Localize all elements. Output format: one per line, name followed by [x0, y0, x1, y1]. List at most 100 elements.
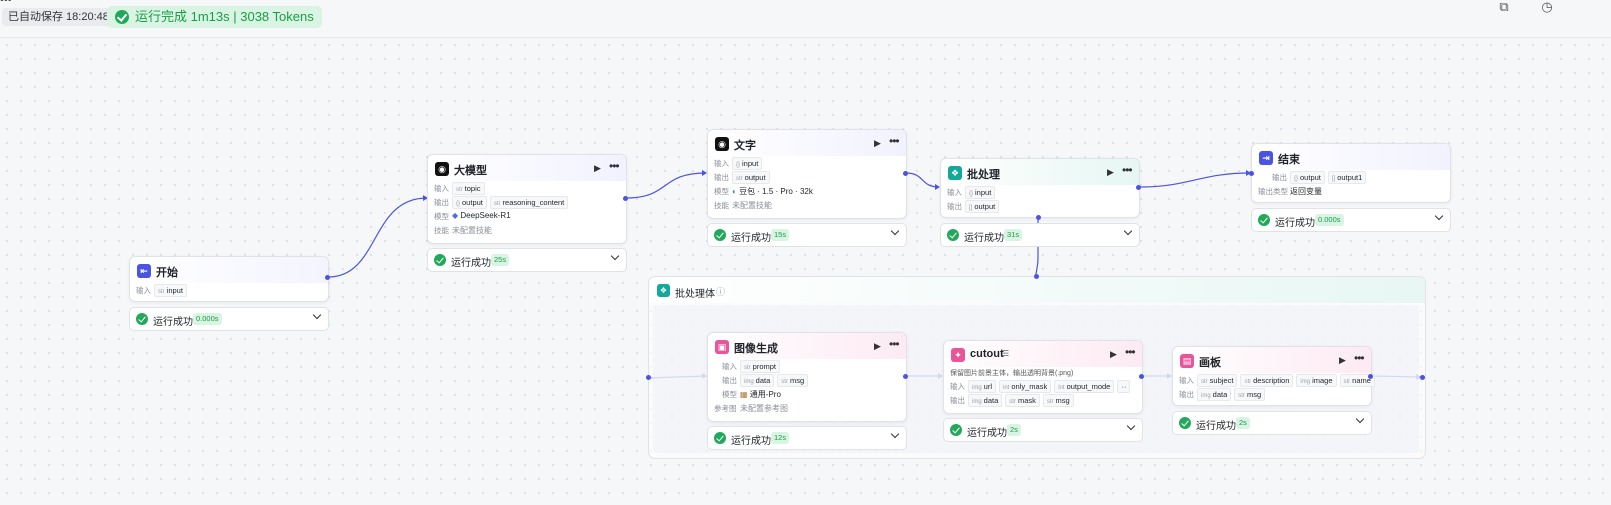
field-label: 输入 [1179, 376, 1194, 385]
chevron-down-icon[interactable] [890, 429, 900, 439]
run-time: 25s [491, 254, 510, 266]
field-label: 输出 [1179, 390, 1194, 399]
model-name: 通用-Pro [749, 390, 781, 399]
batch-icon: ❖ [657, 284, 670, 297]
node-status[interactable]: 运行成功 12s [707, 426, 907, 450]
output-type-value: 返回变量 [1290, 187, 1322, 196]
run-icon[interactable]: ▶ [1107, 167, 1114, 177]
start-icon: ⇤ [137, 264, 151, 278]
chevron-down-icon[interactable] [890, 226, 900, 236]
group-input-port[interactable] [646, 375, 651, 380]
run-icon[interactable]: ▶ [874, 341, 881, 351]
more-icon[interactable]: ••• [1122, 163, 1133, 177]
node-batch[interactable]: ❖ 批处理 ▶ ••• 输入 {}input 输出 []output [940, 158, 1140, 218]
output-port[interactable] [1368, 374, 1373, 379]
field-label: 模型 [434, 212, 449, 221]
node-title: 结束 [1278, 154, 1300, 166]
more-icon[interactable]: ••• [1125, 345, 1136, 359]
field-label: 输出 [947, 202, 962, 211]
input-port[interactable] [1249, 171, 1254, 176]
run-icon[interactable]: ▶ [1339, 355, 1346, 365]
group-title: 批处理体 [675, 289, 715, 300]
success-icon [947, 229, 959, 241]
run-time: 2s [1007, 424, 1021, 436]
output-port[interactable] [903, 374, 908, 379]
workflow-title[interactable]: ••• [0, 0, 12, 6]
node-status[interactable]: 运行成功 31s [940, 223, 1140, 247]
field-label: 模型 [714, 187, 729, 196]
field-label: 模型 [722, 390, 737, 399]
field-label: 输出 [1272, 173, 1287, 182]
success-icon [950, 424, 962, 436]
copy-icon[interactable]: ⧉ [1499, 0, 1509, 14]
success-icon [714, 432, 726, 444]
output-port[interactable] [623, 196, 628, 201]
loop-port[interactable] [1036, 215, 1041, 220]
node-cutout[interactable]: ✦ cutout ☰ ▶ ••• 保留图片前景主体，输出透明背景(.png) 输… [943, 340, 1143, 414]
history-icon[interactable]: ◷ [1541, 0, 1553, 14]
node-status[interactable]: 运行成功 15s [707, 223, 907, 247]
field-label: 输入 [722, 362, 737, 371]
param-chip: []output [965, 200, 1000, 213]
run-time: 15s [771, 229, 790, 241]
node-status[interactable]: 运行成功 0.000s [1251, 208, 1451, 232]
run-icon[interactable]: ▶ [874, 138, 881, 148]
more-icon[interactable]: ••• [609, 159, 620, 173]
success-icon [1179, 417, 1191, 429]
more-icon[interactable]: ••• [889, 134, 900, 148]
chevron-down-icon[interactable] [1126, 421, 1136, 431]
node-status[interactable]: 运行成功 25s [427, 248, 627, 272]
end-icon: ⇥ [1259, 151, 1273, 165]
model-name: DeepSeek-R1 [460, 211, 511, 220]
field-label: 输入 [136, 286, 151, 295]
node-status[interactable]: 运行成功 2s [1172, 411, 1372, 435]
more-icon[interactable]: ••• [1354, 351, 1365, 365]
output-port[interactable] [1139, 374, 1144, 379]
status-text: 运行成功 [1275, 218, 1315, 229]
run-time: 12s [771, 432, 790, 444]
info-icon[interactable]: ⓘ [716, 287, 726, 297]
chevron-down-icon[interactable] [312, 310, 322, 320]
chevron-down-icon[interactable] [1434, 211, 1444, 221]
field-label: 输入 [947, 188, 962, 197]
chevron-down-icon[interactable] [1355, 414, 1365, 424]
autosave-badge: 已自动保存 18:20:48 [2, 8, 115, 26]
ref-value: 未配置参考图 [740, 404, 788, 413]
status-text: 运行成功 [731, 436, 771, 447]
chevron-down-icon[interactable] [1123, 226, 1133, 236]
node-end[interactable]: ⇥ 结束 输出 {}output[]output1 输出类型 返回变量 [1251, 143, 1451, 203]
field-label: 输出 [722, 376, 737, 385]
output-port[interactable] [1136, 185, 1141, 190]
top-toolbar: ••• 已自动保存 18:20:48 运行完成 1m13s | 3038 Tok… [0, 0, 1611, 38]
output-port[interactable] [903, 171, 908, 176]
chevron-down-icon[interactable] [610, 251, 620, 261]
status-text: 运行成功 [967, 428, 1007, 439]
output-port[interactable] [325, 275, 330, 280]
skill-value: 未配置技能 [732, 201, 772, 210]
group-port[interactable] [1034, 274, 1039, 279]
run-status-badge[interactable]: 运行完成 1m13s | 3038 Tokens [107, 6, 322, 28]
more-icon[interactable]: ••• [889, 337, 900, 351]
run-time: 0.000s [193, 313, 222, 325]
status-text: 运行成功 [153, 317, 193, 328]
run-icon[interactable]: ▶ [594, 163, 601, 173]
run-icon[interactable]: ▶ [1110, 349, 1117, 359]
image-icon: ▣ [715, 340, 729, 354]
node-title: 批处理 [967, 169, 1000, 181]
node-status[interactable]: 运行成功 0.000s [129, 307, 329, 331]
success-icon [434, 254, 446, 266]
node-status[interactable]: 运行成功 2s [943, 418, 1143, 442]
group-output-port[interactable] [1420, 375, 1425, 380]
more-chip[interactable]: ·· [1117, 380, 1131, 393]
